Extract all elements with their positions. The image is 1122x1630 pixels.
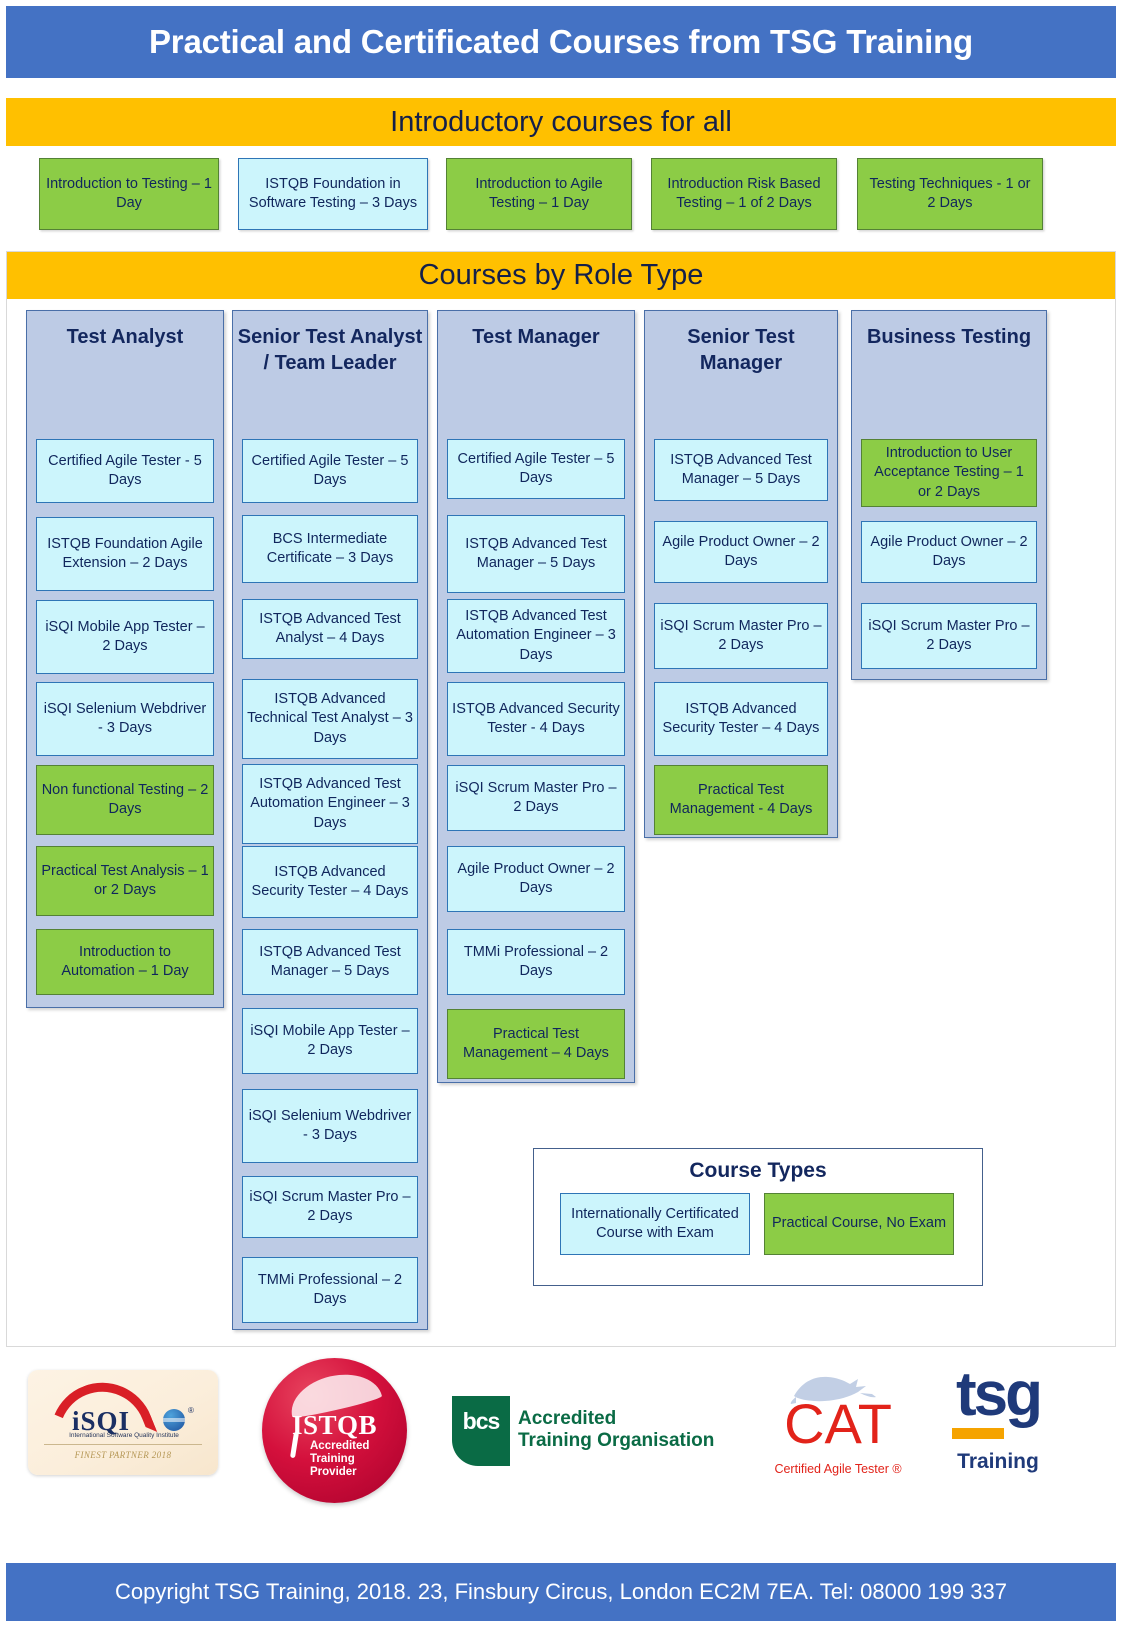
intro-course-box[interactable]: ISTQB Foundation in Software Testing – 3… (238, 158, 428, 230)
course-box[interactable]: iSQI Scrum Master Pro – 2 Days (861, 603, 1037, 669)
tsg-logo: tsg Training (938, 1364, 1058, 1488)
intro-section-band: Introductory courses for all (6, 98, 1116, 146)
course-box[interactable]: TMMi Professional – 2 Days (242, 1257, 418, 1323)
course-box[interactable]: ISTQB Advanced Test Manager – 5 Days (654, 439, 828, 501)
course-box[interactable]: Agile Product Owner – 2 Days (447, 846, 625, 912)
course-box[interactable]: Practical Test Management - 4 Days (654, 765, 828, 835)
course-types-legend: Course Types Internationally Certificate… (533, 1148, 983, 1286)
legend-title: Course Types (689, 1159, 827, 1182)
course-box[interactable]: Agile Product Owner – 2 Days (654, 521, 828, 583)
course-box[interactable]: ISTQB Advanced Test Automation Engineer … (242, 764, 418, 844)
course-box[interactable]: Introduction to Automation – 1 Day (36, 929, 214, 995)
legend-items: Internationally Certificated Course with… (534, 1183, 982, 1261)
roles-section-band: Courses by Role Type (6, 251, 1116, 299)
course-box[interactable]: ISTQB Advanced Test Analyst – 4 Days (242, 599, 418, 659)
isqi-subtitle: International Software Quality Institute (69, 1432, 179, 1439)
bcs-wordmark: bcs (462, 1408, 501, 1434)
course-box[interactable]: iSQI Scrum Master Pro – 2 Days (654, 603, 828, 669)
intro-section-label: Introductory courses for all (390, 105, 732, 138)
course-box[interactable]: Agile Product Owner – 2 Days (861, 521, 1037, 583)
course-box[interactable]: Certified Agile Tester - 5 Days (36, 439, 214, 503)
isqi-wordmark: iSQI (72, 1406, 131, 1436)
course-box[interactable]: iSQI Selenium Webdriver - 3 Days (242, 1089, 418, 1163)
isqi-logo: iSQI ® International Software Quality In… (28, 1367, 218, 1475)
intro-course-box[interactable]: Introduction to Testing – 1 Day (39, 158, 219, 230)
page-title-bar: Practical and Certificated Courses from … (6, 6, 1116, 78)
isqi-partner-text: FINEST PARTNER 2018 (74, 1450, 172, 1460)
course-box[interactable]: TMMi Professional – 2 Days (447, 929, 625, 995)
course-box[interactable]: ISTQB Foundation Agile Extension – 2 Day… (36, 517, 214, 591)
course-box[interactable]: BCS Intermediate Certificate – 3 Days (242, 515, 418, 583)
role-column-title: Senior Test Manager (687, 326, 795, 374)
course-box[interactable]: ISTQB Advanced Security Tester – 4 Days (654, 682, 828, 756)
roles-section-label: Courses by Role Type (418, 258, 704, 291)
copyright-bar: Copyright TSG Training, 2018. 23, Finsbu… (6, 1563, 1116, 1621)
intro-course-box[interactable]: Introduction Risk Based Testing – 1 of 2… (651, 158, 837, 230)
course-box[interactable]: ISTQB Advanced Security Tester - 4 Days (447, 682, 625, 756)
legend-item: Internationally Certificated Course with… (560, 1193, 750, 1255)
tsg-subtitle: Training (957, 1450, 1039, 1473)
legend-item: Practical Course, No Exam (764, 1193, 954, 1255)
cat-subtitle: Certified Agile Tester ® (774, 1462, 902, 1476)
isqi-divider (44, 1444, 202, 1445)
page-title: Practical and Certificated Courses from … (149, 23, 973, 60)
copyright-text: Copyright TSG Training, 2018. 23, Finsbu… (115, 1579, 1007, 1604)
course-box[interactable]: Practical Test Management – 4 Days (447, 1009, 625, 1079)
course-box[interactable]: iSQI Selenium Webdriver - 3 Days (36, 682, 214, 756)
course-box[interactable]: iSQI Mobile App Tester – 2 Days (242, 1008, 418, 1074)
course-box[interactable]: iSQI Mobile App Tester – 2 Days (36, 600, 214, 674)
tsg-wordmark: tsg (956, 1360, 1043, 1429)
course-box[interactable]: Certified Agile Tester – 5 Days (447, 439, 625, 499)
role-column-title: Test Manager (472, 326, 600, 348)
isqi-registered-mark: ® (188, 1406, 194, 1415)
bcs-shield-icon (452, 1396, 510, 1466)
accreditation-logo-strip: iSQI ® International Software Quality In… (0, 1350, 1122, 1555)
course-box[interactable]: ISTQB Advanced Test Manager – 5 Days (242, 929, 418, 995)
intro-course-box[interactable]: Testing Techniques - 1 or 2 Days (857, 158, 1043, 230)
course-box[interactable]: ISTQB Advanced Technical Test Analyst – … (242, 679, 418, 759)
intro-course-box[interactable]: Introduction to Agile Testing – 1 Day (446, 158, 632, 230)
cat-wordmark: CAT (784, 1392, 892, 1455)
role-column-title: Test Analyst (66, 326, 184, 348)
globe-icon (163, 1409, 185, 1431)
course-box[interactable]: Certified Agile Tester – 5 Days (242, 439, 418, 503)
cat-logo: CAT Certified Agile Tester ® (758, 1370, 918, 1488)
course-box[interactable]: Practical Test Analysis – 1 or 2 Days (36, 846, 214, 916)
leaping-cat-icon (790, 1376, 876, 1404)
course-box[interactable]: iSQI Scrum Master Pro – 2 Days (242, 1176, 418, 1238)
course-box[interactable]: iSQI Scrum Master Pro – 2 Days (447, 765, 625, 831)
intro-courses-row: Introduction to Testing – 1 Day ISTQB Fou… (6, 152, 1116, 242)
role-column-title: Senior Test Analyst / Team Leader (237, 326, 423, 374)
role-column-title: Business Testing (866, 326, 1032, 348)
tsg-accent-bar (952, 1428, 1004, 1439)
course-box[interactable]: ISTQB Advanced Security Tester – 4 Days (242, 846, 418, 918)
course-box[interactable]: Introduction to User Acceptance Testing … (861, 439, 1037, 507)
course-box[interactable]: ISTQB Advanced Test Automation Engineer … (447, 599, 625, 673)
istqb-wordmark: ISTQB (291, 1410, 378, 1440)
course-box[interactable]: ISTQB Advanced Test Manager – 5 Days (447, 515, 625, 593)
course-box[interactable]: Non functional Testing – 2 Days (36, 765, 214, 835)
